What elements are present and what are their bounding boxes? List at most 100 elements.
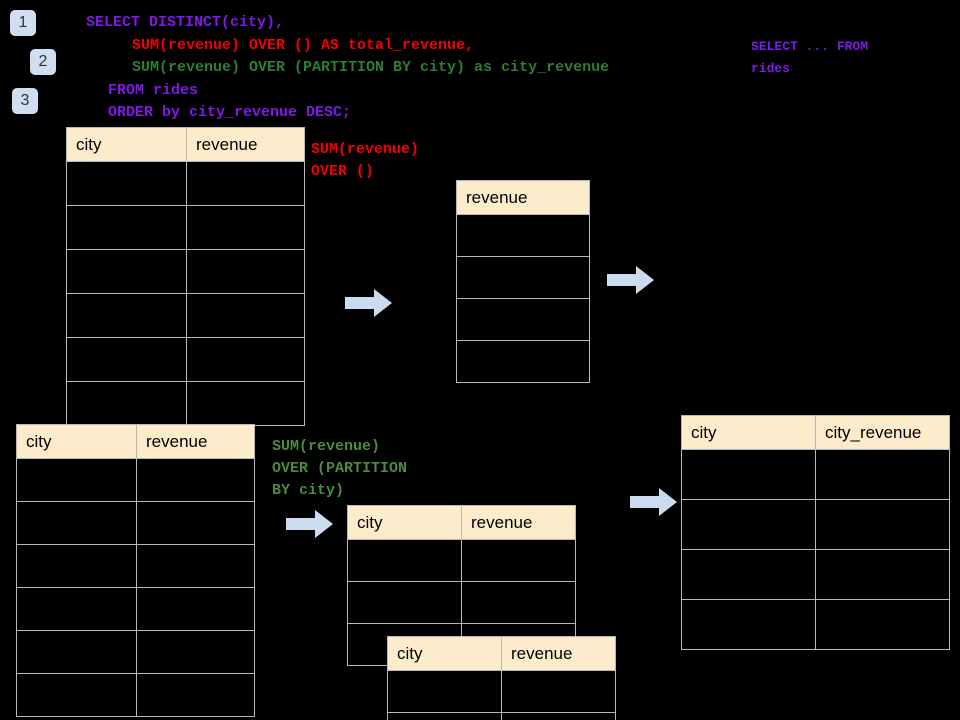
table-cell <box>681 549 816 600</box>
table-cell <box>66 381 187 426</box>
table-row <box>16 630 255 674</box>
sql-line-3: SUM(revenue) OVER (PARTITION BY city) as… <box>132 59 610 76</box>
column-header: revenue <box>186 127 305 162</box>
table-row <box>456 340 590 383</box>
table-cell <box>136 630 255 674</box>
sql-line-4: FROM rides <box>108 82 199 99</box>
column-header: revenue <box>461 505 576 540</box>
note-sum-over-partition: SUM(revenue) OVER (PARTITION BY city) <box>272 438 408 499</box>
table-cell <box>66 293 187 338</box>
table-cell <box>387 670 502 713</box>
table-cell <box>186 161 305 206</box>
table-row <box>16 544 255 588</box>
table-cell <box>16 630 137 674</box>
table-row <box>16 587 255 631</box>
table-cell <box>136 544 255 588</box>
table-row <box>456 298 590 341</box>
table-cell <box>456 298 590 341</box>
total-revenue-table: revenue <box>456 180 590 383</box>
table-cell <box>66 205 187 250</box>
table-row <box>681 499 950 550</box>
table-cell <box>16 501 137 545</box>
table-row <box>456 214 590 257</box>
table-cell <box>456 340 590 383</box>
step-badge-2: 2 <box>30 49 56 75</box>
table-cell <box>681 499 816 550</box>
table-cell <box>681 449 816 500</box>
table-cell <box>681 599 816 650</box>
arrow-rides-to-total-revenue <box>345 288 393 323</box>
table-cell <box>815 499 950 550</box>
table-cell <box>186 381 305 426</box>
table-cell <box>456 256 590 299</box>
table-cell <box>16 587 137 631</box>
table-cell <box>136 587 255 631</box>
column-header: revenue <box>501 636 616 671</box>
table-row <box>387 670 616 713</box>
table-row <box>66 161 305 206</box>
column-header: city <box>66 127 187 162</box>
arrow-rides-to-partition <box>286 509 334 544</box>
table-row <box>347 581 576 624</box>
table-row <box>66 381 305 426</box>
table-cell <box>461 539 576 582</box>
table-cell <box>66 161 187 206</box>
table-cell <box>815 449 950 500</box>
sql-line-2: SUM(revenue) OVER () AS total_revenue, <box>132 37 475 54</box>
column-header: city <box>16 424 137 459</box>
step-badge-1: 1 <box>10 10 36 36</box>
table-row <box>66 205 305 250</box>
column-header: revenue <box>456 180 590 215</box>
table-row <box>681 549 950 600</box>
table-cell <box>815 599 950 650</box>
table-cell <box>66 249 187 294</box>
table-cell <box>66 337 187 382</box>
table-cell <box>186 337 305 382</box>
table-row <box>66 249 305 294</box>
column-header: revenue <box>136 424 255 459</box>
sql-line-1: SELECT DISTINCT(city), <box>86 14 285 31</box>
table-cell <box>16 544 137 588</box>
table-cell <box>136 458 255 502</box>
table-cell <box>456 214 590 257</box>
table-cell <box>186 205 305 250</box>
table-header-row: revenue <box>456 180 590 215</box>
table-row <box>66 293 305 338</box>
table-row <box>347 539 576 582</box>
table-cell <box>347 581 462 624</box>
table-row <box>681 599 950 650</box>
table-cell <box>186 249 305 294</box>
table-row <box>16 458 255 502</box>
table-row <box>66 337 305 382</box>
column-header: city <box>387 636 502 671</box>
step-badge-3: 3 <box>12 88 38 114</box>
table-cell <box>387 712 502 720</box>
table-cell <box>501 712 616 720</box>
table-row <box>16 501 255 545</box>
note-sum-over-empty: SUM(revenue) OVER () <box>311 141 420 180</box>
table-row <box>681 449 950 500</box>
column-header: city_revenue <box>815 415 950 450</box>
table-cell <box>16 458 137 502</box>
table-row <box>456 256 590 299</box>
table-cell <box>815 549 950 600</box>
arrow-total-revenue-to-result <box>607 265 655 300</box>
sql-line-5: ORDER by city_revenue DESC; <box>108 104 352 121</box>
column-header: city <box>681 415 816 450</box>
table-cell <box>347 539 462 582</box>
table-row <box>16 673 255 717</box>
table-cell <box>461 581 576 624</box>
table-cell <box>16 673 137 717</box>
table-cell <box>186 293 305 338</box>
table-cell <box>136 501 255 545</box>
